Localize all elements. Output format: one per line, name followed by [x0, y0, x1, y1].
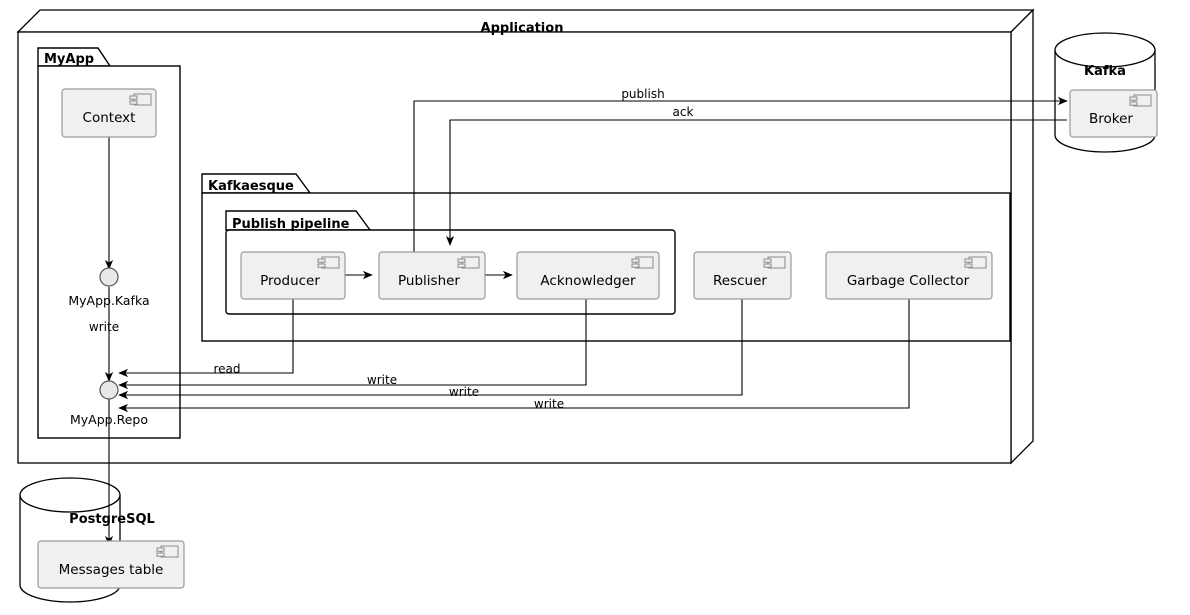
component-icon: [631, 256, 654, 269]
component-messages-table[interactable]: Messages table: [37, 540, 185, 589]
component-broker[interactable]: Broker: [1069, 89, 1158, 138]
garbage-collector-component-box[interactable]: [825, 251, 993, 300]
component-rescuer[interactable]: Rescuer: [693, 251, 792, 300]
garbage-collector-component-label: Garbage Collector: [847, 273, 970, 289]
postgres-database-label: PostgreSQL: [69, 512, 155, 527]
postgres-cylinder-top: [19, 477, 121, 513]
publish-pipeline-package-label: Publish pipeline: [232, 217, 350, 232]
kafkaesque-package-label: Kafkaesque: [208, 179, 294, 194]
myapp-kafka-interface-circle[interactable]: [99, 267, 119, 287]
edge-publish-publisher-to-broker: [413, 96, 1068, 265]
kafka-database-label: Kafka: [1084, 64, 1126, 79]
context-component-label: Context: [83, 110, 136, 126]
edge-write-acknowledger-to-repo: [118, 299, 587, 390]
edge-write-rescuer-to-repo: [118, 299, 743, 400]
edge-write-gc-to-repo: [118, 299, 910, 413]
messages-table-component-box[interactable]: [37, 540, 185, 589]
edge-label-write-acknowledger: write: [367, 373, 397, 387]
component-icon: [964, 256, 987, 269]
rescuer-component-label: Rescuer: [713, 273, 767, 289]
myapp-kafka-interface-label: MyApp.Kafka: [68, 293, 149, 308]
component-acknowledger[interactable]: Acknowledger: [516, 251, 660, 300]
messages-table-component-label: Messages table: [59, 562, 164, 578]
component-context[interactable]: Context: [61, 88, 157, 138]
component-publisher[interactable]: Publisher: [378, 251, 486, 300]
component-garbage-collector[interactable]: Garbage Collector: [825, 251, 993, 300]
edge-ack-broker-to-publisher: [445, 119, 1067, 246]
producer-component-label: Producer: [260, 273, 320, 289]
component-icon: [156, 545, 179, 558]
broker-component-label: Broker: [1089, 111, 1133, 127]
component-icon: [763, 256, 786, 269]
acknowledger-component-label: Acknowledger: [540, 273, 636, 289]
component-icon: [317, 256, 340, 269]
acknowledger-component-box[interactable]: [516, 251, 660, 300]
component-icon: [1129, 94, 1152, 107]
edge-label-ack: ack: [673, 105, 694, 119]
component-icon: [129, 93, 152, 106]
edge-label-write-kafka: write: [89, 320, 119, 334]
kafka-cylinder-top: [1054, 32, 1156, 68]
edge-label-publish: publish: [621, 87, 664, 101]
interface-myapp-kafka[interactable]: MyApp.Kafka: [68, 267, 150, 308]
edge-read-producer-to-repo: [118, 299, 294, 378]
application-node-label: Application: [481, 21, 564, 36]
myapp-repo-interface-circle[interactable]: [99, 380, 119, 400]
application-node-right-face: [1010, 8, 1034, 465]
component-producer[interactable]: Producer: [240, 251, 346, 300]
publisher-component-label: Publisher: [398, 273, 460, 289]
edge-label-write-gc: write: [534, 397, 564, 411]
component-icon: [457, 256, 480, 269]
edge-label-write-rescuer: write: [449, 385, 479, 399]
myapp-repo-interface-label: MyApp.Repo: [70, 412, 148, 427]
edge-label-read: read: [213, 362, 240, 376]
myapp-package-label: MyApp: [44, 52, 94, 67]
interface-myapp-repo[interactable]: MyApp.Repo: [70, 380, 148, 427]
